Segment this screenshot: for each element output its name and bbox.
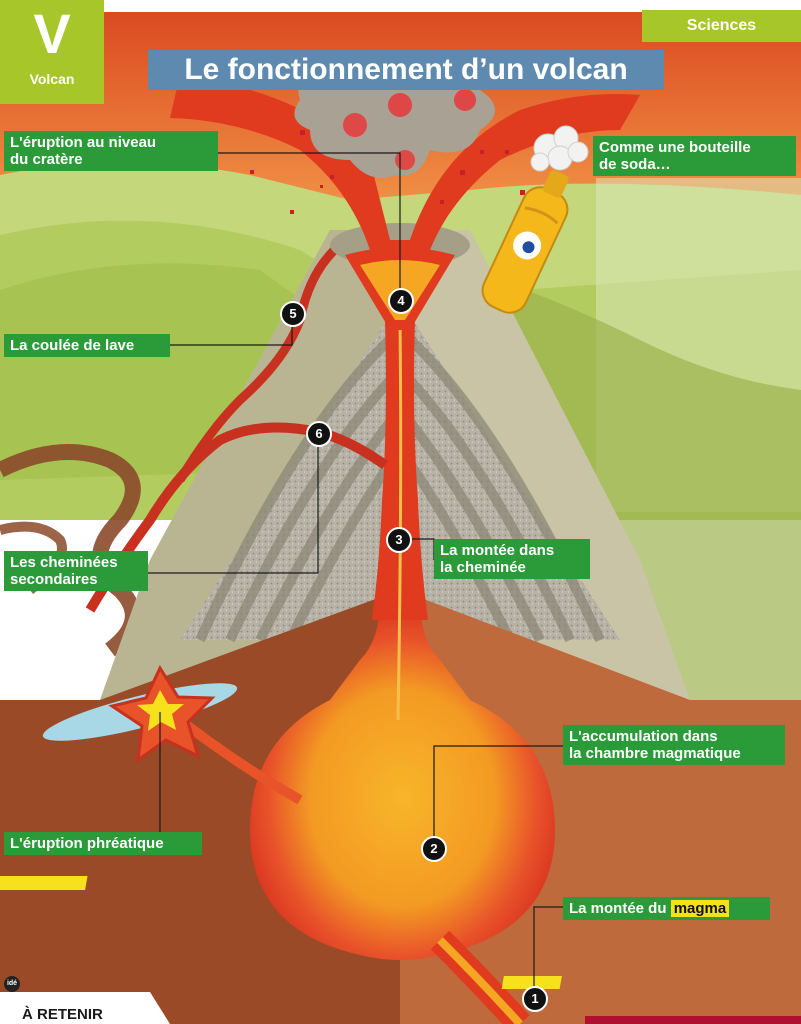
number-badge-3: 3 (386, 527, 412, 553)
lava-river (0, 444, 141, 657)
number-badge-5: 5 (280, 301, 306, 327)
leader-4 (218, 152, 401, 300)
leader-2 (433, 745, 564, 849)
label-crater-eruption: L'éruption au niveau du cratère (4, 131, 218, 171)
label-magma-rise: La montée du magma (563, 897, 770, 920)
section-label: Sciences (642, 10, 801, 42)
magma-highlight: magma (670, 900, 730, 917)
yellow-dash (501, 976, 562, 989)
number-badge-2: 2 (421, 836, 447, 862)
label-soda-bottle: Comme une bouteille de soda… (593, 136, 796, 176)
ejecta (250, 130, 525, 214)
category-tab: V Volcan (0, 0, 104, 104)
leader-1 (533, 906, 566, 998)
label-phreatic-eruption: L'éruption phréatique (4, 832, 202, 855)
soda-bottle-icon (481, 170, 569, 314)
bottom-bar (0, 992, 170, 1024)
publisher-logo: idé (4, 976, 20, 992)
star-explosion-icon (108, 664, 216, 764)
leader-6 (145, 433, 319, 574)
ash-spots (343, 89, 476, 170)
label-secondary-vents: Les cheminées secondaires (4, 551, 148, 591)
number-badge-4: 4 (388, 288, 414, 314)
label-conduit-rise: La montée dans la cheminée (434, 539, 590, 579)
magma-feeder-core (437, 937, 523, 1024)
page-title: Le fonctionnement d’un volcan (148, 50, 664, 90)
label-lava-flow: La coulée de lave (4, 334, 170, 357)
yellow-dash (0, 876, 88, 890)
lava-plume (170, 75, 640, 250)
lava-flow (176, 241, 343, 483)
tab-letter: V (33, 2, 71, 65)
bottom-stripe (585, 1016, 801, 1024)
tab-word: Volcan (29, 71, 75, 87)
number-badge-1: 1 (522, 986, 548, 1012)
retain-heading: À RETENIR (22, 1006, 103, 1023)
number-badge-6: 6 (306, 421, 332, 447)
soda-foam-icon (530, 125, 589, 172)
conduit-core (396, 319, 403, 721)
label-magma-chamber: L'accumulation dans la chambre magmatiqu… (563, 725, 785, 765)
magma-chamber (250, 600, 555, 960)
top-border (104, 0, 801, 12)
